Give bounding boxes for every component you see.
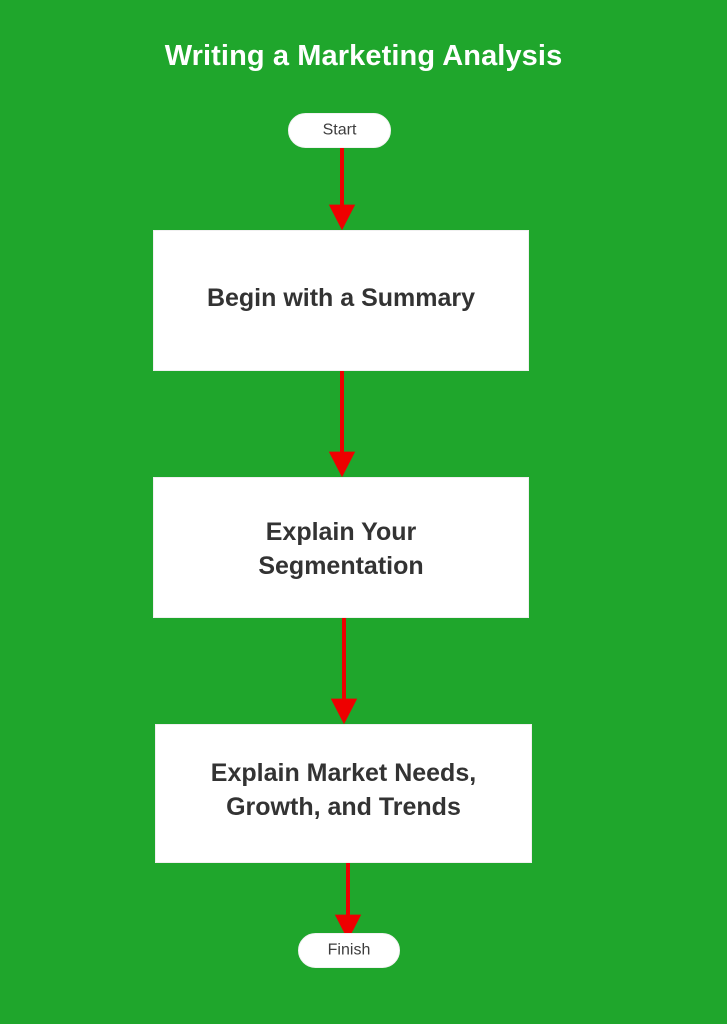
page-title: Writing a Marketing Analysis <box>164 40 563 72</box>
node-summary-label: Begin with a Summary <box>206 283 476 312</box>
node-start[interactable]: Start <box>288 113 391 148</box>
node-finish[interactable]: Finish <box>298 933 400 968</box>
node-begin-with-a-summary[interactable]: Begin with a Summary <box>153 230 529 371</box>
node-segmentation-label: Explain Your Segmentation <box>258 517 424 580</box>
node-start-label: Start <box>322 121 357 138</box>
node-finish-label: Finish <box>327 941 371 958</box>
node-needs-label: Explain Market Needs, Growth, and Trends <box>210 758 477 821</box>
node-explain-your-segmentation[interactable]: Explain Your Segmentation <box>153 477 529 618</box>
node-explain-market-needs-growth-and-trends[interactable]: Explain Market Needs, Growth, and Trends <box>155 724 532 863</box>
